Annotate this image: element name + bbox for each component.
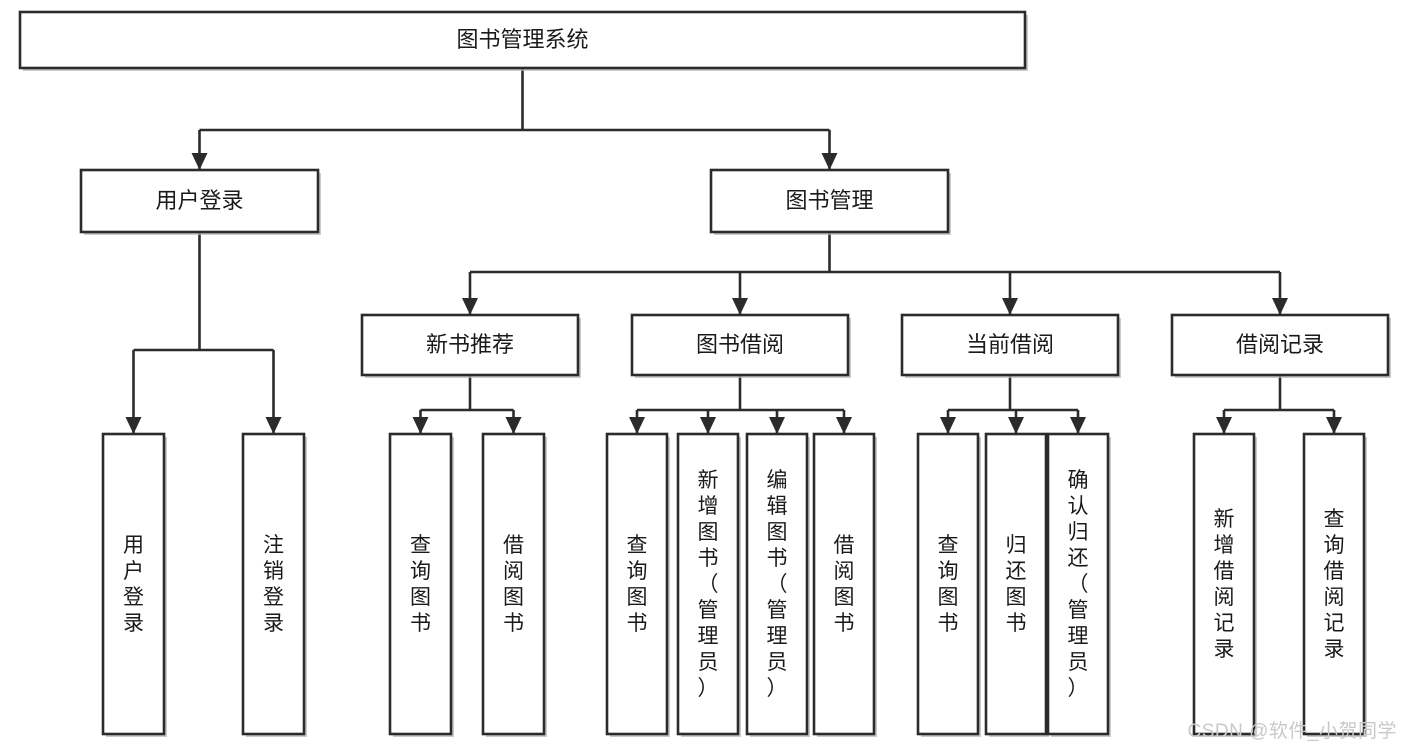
node-root-图书管理系统-label: 图书管理系统 <box>456 27 588 52</box>
node-current-borrow-label: 当前借阅 <box>966 332 1054 357</box>
edge-arrowhead <box>836 417 852 434</box>
node-leaf-return-book-box[interactable] <box>984 432 1048 736</box>
node-leaf-query-book-2-label: 查询图书 <box>627 534 648 635</box>
node-leaf-edit-book[interactable]: 编辑图书（管理员） <box>745 432 810 737</box>
node-leaf-query-book-3-box[interactable] <box>916 432 980 736</box>
node-book-borrow-box[interactable] <box>630 313 850 377</box>
node-leaf-add-book[interactable]: 新增图书（管理员） <box>676 432 741 737</box>
node-leaf-add-book-box[interactable] <box>676 432 740 736</box>
node-leaf-query-book-1-box[interactable] <box>388 432 453 736</box>
node-current-borrow-box[interactable] <box>900 313 1120 377</box>
node-leaf-add-record[interactable]: 新增借阅记录 <box>1192 432 1257 737</box>
node-leaf-return-book[interactable]: 归还图书 <box>984 432 1049 737</box>
node-leaf-borrow-book-2-box[interactable] <box>812 432 876 736</box>
node-book-borrow[interactable]: 图书借阅 <box>630 313 851 378</box>
node-new-book-rec[interactable]: 新书推荐 <box>360 313 581 378</box>
nodes-layer: 图书管理系统用户登录图书管理新书推荐图书借阅当前借阅借阅记录用户登录注销登录查询… <box>18 10 1391 737</box>
node-leaf-borrow-book-1-label: 借阅图书 <box>503 534 524 635</box>
node-leaf-query-record[interactable]: 查询借阅记录 <box>1302 432 1367 737</box>
node-leaf-query-book-3[interactable]: 查询图书 <box>916 432 981 737</box>
node-book-manage-label: 图书管理 <box>785 188 873 213</box>
node-leaf-user-logout-box[interactable] <box>241 432 306 736</box>
node-root-图书管理系统[interactable]: 图书管理系统 <box>18 10 1028 71</box>
node-leaf-return-book-label: 归还图书 <box>1006 534 1027 635</box>
edge-arrowhead <box>732 298 748 315</box>
node-leaf-confirm-return-box[interactable] <box>1046 432 1110 736</box>
node-current-borrow[interactable]: 当前借阅 <box>900 313 1121 378</box>
node-new-book-rec-label: 新书推荐 <box>426 332 514 357</box>
edge-arrowhead <box>125 417 142 434</box>
edge-arrowhead <box>1326 417 1342 434</box>
edge-arrowhead <box>505 417 522 434</box>
edge-arrowhead <box>462 298 478 315</box>
node-leaf-user-logout-label: 注销登录 <box>263 534 284 635</box>
node-user-login-box[interactable] <box>79 168 320 234</box>
edge-arrowhead <box>191 153 208 170</box>
csdn-watermark: CSDN @软件_小贺同学 <box>1187 721 1397 742</box>
node-book-borrow-label: 图书借阅 <box>696 332 784 357</box>
node-user-login-label: 用户登录 <box>155 188 243 213</box>
node-leaf-borrow-book-1[interactable]: 借阅图书 <box>481 432 547 737</box>
edge-arrowhead <box>769 417 785 434</box>
node-leaf-user-login-box[interactable] <box>101 432 166 736</box>
node-book-manage[interactable]: 图书管理 <box>709 168 951 235</box>
node-user-login[interactable]: 用户登录 <box>79 168 321 235</box>
node-book-manage-box[interactable] <box>709 168 950 234</box>
node-leaf-confirm-return[interactable]: 确认归还（管理员） <box>1046 432 1111 737</box>
node-leaf-query-book-3-label: 查询图书 <box>938 534 959 635</box>
node-leaf-query-record-label: 查询借阅记录 <box>1324 508 1345 661</box>
edge-arrowhead <box>1002 298 1018 315</box>
node-leaf-borrow-book-1-box[interactable] <box>481 432 546 736</box>
node-leaf-borrow-book-2-label: 借阅图书 <box>834 534 855 635</box>
node-leaf-user-login[interactable]: 用户登录 <box>101 432 167 737</box>
edge-arrowhead <box>940 417 956 434</box>
node-leaf-add-book-label: 新增图书（管理员） <box>698 469 719 700</box>
node-borrow-record[interactable]: 借阅记录 <box>1170 313 1391 378</box>
node-leaf-user-login-label: 用户登录 <box>123 534 144 635</box>
node-leaf-query-book-2-box[interactable] <box>605 432 669 736</box>
node-borrow-record-label: 借阅记录 <box>1236 332 1324 357</box>
edge-arrowhead <box>1008 417 1024 434</box>
node-leaf-user-logout[interactable]: 注销登录 <box>241 432 307 737</box>
node-leaf-edit-book-box[interactable] <box>745 432 809 736</box>
node-root-图书管理系统-box[interactable] <box>18 10 1027 70</box>
node-leaf-add-record-box[interactable] <box>1192 432 1256 736</box>
node-leaf-query-book-2[interactable]: 查询图书 <box>605 432 670 737</box>
node-leaf-query-record-box[interactable] <box>1302 432 1366 736</box>
edge-arrowhead <box>629 417 645 434</box>
node-leaf-add-record-label: 新增借阅记录 <box>1214 508 1235 661</box>
node-borrow-record-box[interactable] <box>1170 313 1390 377</box>
node-leaf-borrow-book-2[interactable]: 借阅图书 <box>812 432 877 737</box>
edge-arrowhead <box>265 417 282 434</box>
edge-arrowhead <box>1070 417 1086 434</box>
edges-layer <box>125 68 1342 434</box>
node-leaf-query-book-1-label: 查询图书 <box>410 534 431 635</box>
node-leaf-confirm-return-label: 确认归还（管理员） <box>1068 469 1089 700</box>
node-leaf-query-book-1[interactable]: 查询图书 <box>388 432 454 737</box>
edge-arrowhead <box>1216 417 1232 434</box>
node-leaf-edit-book-label: 编辑图书（管理员） <box>767 469 788 700</box>
edge-arrowhead <box>700 417 716 434</box>
edge-arrowhead <box>821 153 838 170</box>
edge-arrowhead <box>412 417 429 434</box>
edge-arrowhead <box>1272 298 1288 315</box>
node-new-book-rec-box[interactable] <box>360 313 580 377</box>
